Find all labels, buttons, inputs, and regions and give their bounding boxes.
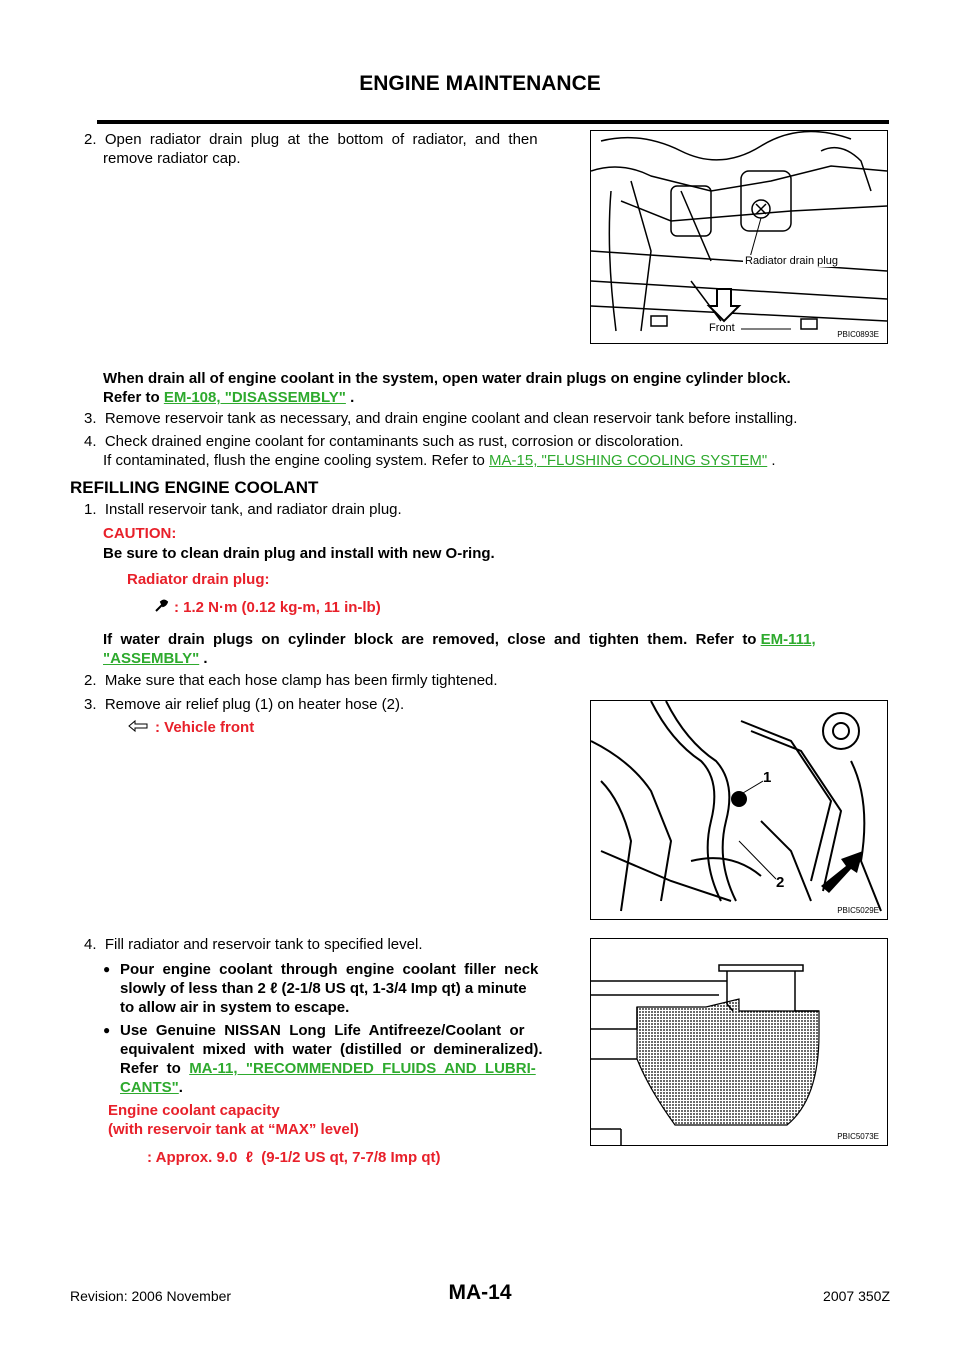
vehicle-front-legend: : Vehicle front (155, 719, 255, 736)
figure-code: PBIC5029E (837, 906, 879, 915)
bullet-1-line3: to allow air in system to escape. (120, 999, 350, 1016)
revision-date: Revision: 2006 November (70, 1288, 232, 1304)
callout-1: 1 (763, 769, 772, 786)
figure-code: PBIC0893E (837, 330, 879, 339)
bullet-2: ● Use Genuine NISSAN Long Life Antifreez… (103, 1021, 583, 1097)
step-2-line2: remove radiator cap. (103, 150, 241, 167)
page-number: MA-14 (448, 1281, 512, 1304)
step-4-line1: 4. Check drained engine coolant for cont… (84, 433, 684, 450)
cylinder-note-prefix: If water drain plugs on cylinder block a… (103, 631, 761, 648)
step-4: 4. Check drained engine coolant for cont… (84, 432, 894, 470)
bullet-2-line3: Refer to MA-11, "RECOMMENDED FLUIDS AND … (120, 1059, 583, 1078)
refill-step-2: 2. Make sure that each hose clamp has be… (84, 672, 498, 689)
drain-note-line2: Refer to EM-108, "DISASSEMBLY" . (103, 388, 893, 407)
ma15-link[interactable]: MA-15, "FLUSHING COOLING SYSTEM" (489, 452, 768, 469)
step-4-line2: If contaminated, flush the engine coolin… (84, 451, 894, 470)
model-year: 2007 350Z (823, 1288, 890, 1304)
radiator-drain-plug-drawing (591, 131, 887, 332)
step-4-prefix: If contaminated, flush the engine coolin… (103, 452, 490, 469)
ma11-link[interactable]: MA-11, "RECOMMENDED FLUIDS AND LUBRI- (189, 1060, 536, 1077)
step-3: 3. Remove reservoir tank as necessary, a… (84, 410, 798, 427)
step-2-line1: 2. Open radiator drain plug at the botto… (84, 131, 538, 148)
reservoir-level-figure: PBIC5073E (590, 938, 888, 1146)
heater-hose-drawing (591, 701, 887, 919)
coolant-capacity-label-2: (with reservoir tank at “MAX” level) (108, 1121, 359, 1138)
heater-hose-figure: 1 2 PBIC5029E (590, 700, 888, 920)
drain-plug-torque: : 1.2 N·m (0.12 kg-m, 11 in-lb) (174, 599, 381, 616)
coolant-capacity-value: : Approx. 9.0 ℓ (9-1/2 US qt, 7-7/8 Imp … (147, 1149, 441, 1166)
drain-note-suffix: . (345, 389, 355, 406)
bullet-dot: ● (103, 1023, 111, 1037)
radiator-drain-plug-figure: Radiator drain plug Front PBIC0893E (590, 130, 888, 344)
bullet-dot: ● (103, 962, 111, 976)
torque-wrench-icon (153, 598, 169, 614)
callout-2: 2 (776, 874, 785, 891)
bullet-2-line4: CANTS". (120, 1078, 583, 1097)
section-title: REFILLING ENGINE COOLANT (70, 478, 319, 497)
cylinder-note-line1: If water drain plugs on cylinder block a… (103, 630, 893, 649)
drain-plug-spec-label: Radiator drain plug: (127, 571, 270, 588)
cants-link[interactable]: CANTS" (120, 1079, 179, 1096)
drain-note: When drain all of engine coolant in the … (103, 369, 893, 407)
reservoir-level-drawing (591, 964, 820, 1145)
bullet-2-suffix: . (178, 1079, 183, 1096)
bullet-1-line2: slowly of less than 2 ℓ (2-1/8 US qt, 1-… (120, 980, 527, 997)
coolant-capacity-label: Engine coolant capacity (with reservoir … (108, 1101, 359, 1139)
cylinder-block-note: If water drain plugs on cylinder block a… (103, 630, 893, 668)
coolant-capacity-label-1: Engine coolant capacity (108, 1102, 280, 1119)
page-title: ENGINE MAINTENANCE (359, 72, 601, 95)
assembly-link[interactable]: "ASSEMBLY" (103, 650, 200, 667)
refill-step-1: 1. Install reservoir tank, and radiator … (84, 501, 402, 518)
figure-code: PBIC5073E (837, 1132, 879, 1141)
step-4-suffix: . (767, 452, 776, 469)
front-arrow-label: Front (709, 322, 735, 334)
cylinder-note-suffix: . (199, 650, 208, 667)
drain-note-prefix: Refer to (103, 389, 164, 406)
refill-step-4: 4. Fill radiator and reservoir tank to s… (84, 936, 423, 953)
em108-link[interactable]: EM-108, "DISASSEMBLY" (163, 389, 346, 406)
bullet-2-prefix: Refer to (120, 1060, 190, 1077)
radiator-drain-plug-callout: Radiator drain plug (743, 255, 840, 267)
caution-text: Be sure to clean drain plug and install … (103, 545, 495, 562)
em111-link[interactable]: EM-111, (760, 631, 816, 648)
drain-note-line1: When drain all of engine coolant in the … (103, 370, 791, 387)
vehicle-front-arrow-icon (127, 719, 149, 733)
bullet-2-line2: equivalent mixed with water (distilled o… (120, 1041, 543, 1058)
step-2: 2. Open radiator drain plug at the botto… (84, 130, 582, 168)
caution-label: CAUTION: (103, 525, 177, 542)
bullet-1-line1: Pour engine coolant through engine coola… (120, 961, 539, 978)
bullet-1: ● Pour engine coolant through engine coo… (103, 960, 583, 1017)
bullet-2-line1: Use Genuine NISSAN Long Life Antifreeze/… (120, 1022, 525, 1039)
refill-step-3: 3. Remove air relief plug (1) on heater … (84, 696, 405, 713)
header-rule (97, 120, 889, 124)
cylinder-note-line2: "ASSEMBLY" . (103, 649, 893, 668)
